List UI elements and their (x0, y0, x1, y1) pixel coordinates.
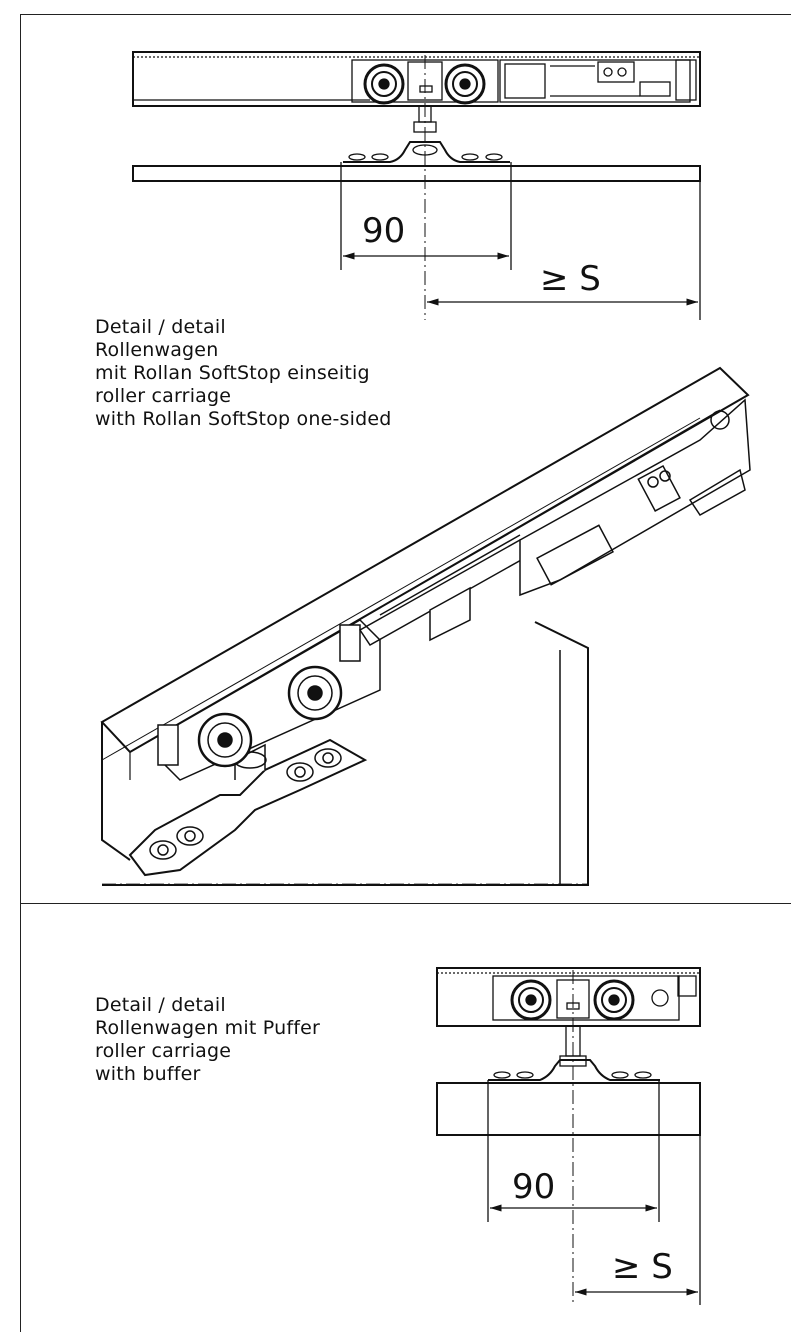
bottom-dimension-s: ≥ S (612, 1247, 673, 1287)
caption-line: Rollenwagen mit Puffer (95, 1017, 320, 1039)
caption-line: roller carriage (95, 1040, 232, 1062)
detail-frame-bottom (20, 904, 791, 1332)
caption-line: roller carriage (95, 385, 232, 407)
caption-line: Detail / detail (95, 994, 226, 1016)
bottom-elevation-view (436, 967, 701, 1305)
top-elevation-view (132, 51, 701, 320)
caption-line: Rollenwagen (95, 339, 219, 361)
caption-line: Detail / detail (95, 316, 226, 338)
caption-line: mit Rollan SoftStop einseitig (95, 362, 370, 384)
isometric-view (100, 366, 751, 886)
bottom-dimension-90: 90 (512, 1167, 555, 1207)
iso-wheel-left (197, 712, 253, 768)
caption-line: with Rollan SoftStop one-sided (95, 408, 392, 430)
top-dimension-s: ≥ S (540, 259, 601, 299)
caption-line: with buffer (95, 1063, 201, 1085)
wheel-left (363, 63, 405, 105)
wheel-right (444, 63, 486, 105)
detail-frame-top (20, 14, 791, 904)
caption-buffer: Detail / detail Rollenwagen mit Puffer r… (95, 994, 320, 1086)
top-dimension-90: 90 (362, 211, 405, 251)
caption-softstop: Detail / detail Rollenwagen mit Rollan S… (95, 316, 392, 431)
iso-wheel-right (287, 665, 343, 721)
bottom-wheel-left (510, 979, 552, 1021)
bottom-wheel-right (593, 979, 635, 1021)
